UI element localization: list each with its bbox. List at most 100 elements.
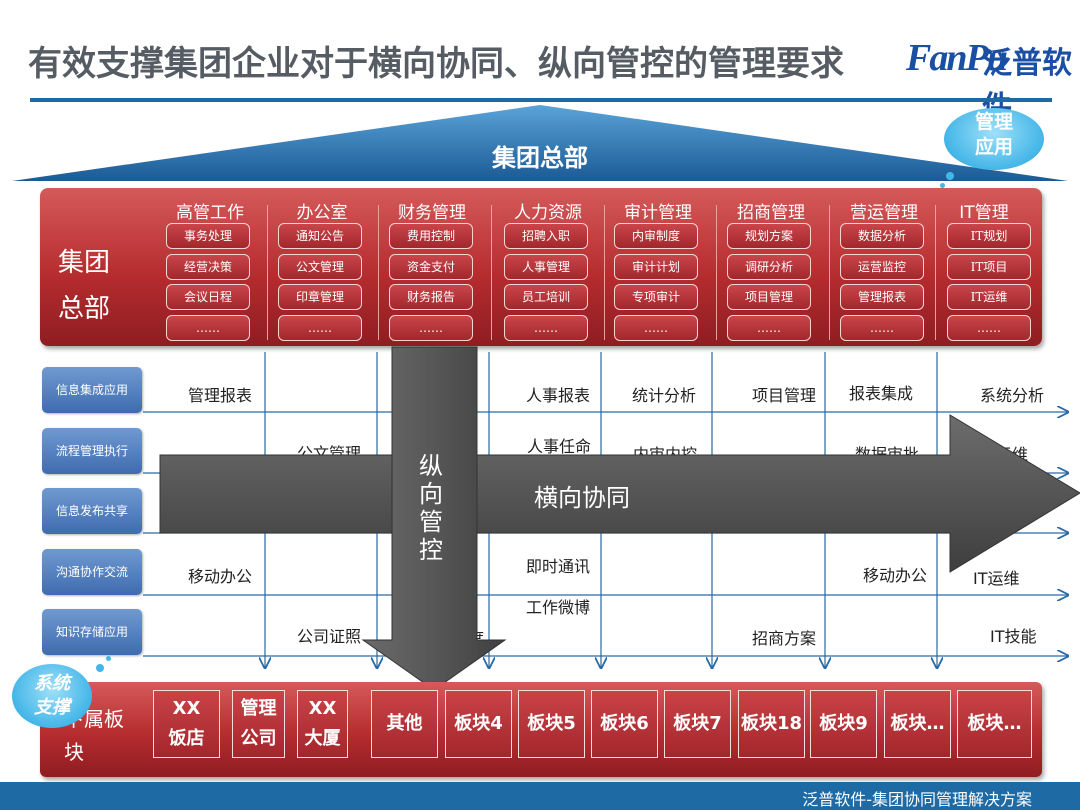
cloud-dot: [946, 172, 954, 180]
subsidiary-block-label: 板块4: [454, 713, 503, 734]
dept-title: 办公室: [296, 203, 348, 223]
management-cloud-text: 管理应用: [974, 111, 1013, 158]
dept-item-button[interactable]: 专项审计: [614, 284, 698, 310]
subsidiary-block[interactable]: 板块…: [957, 690, 1032, 758]
cloud-dot: [106, 656, 111, 661]
dept-title: 人力资源: [514, 203, 582, 223]
dept-item-button[interactable]: ……: [166, 315, 250, 341]
vertical-arrow-label: 纵向管控: [419, 452, 443, 564]
subsidiary-block[interactable]: XX大厦: [297, 690, 348, 758]
row-info-publish[interactable]: 信息发布共享: [42, 488, 142, 534]
dept-item-button[interactable]: IT项目: [947, 254, 1031, 280]
subsidiary-block[interactable]: 管理公司: [232, 690, 285, 758]
management-cloud: 管理应用: [944, 108, 1044, 170]
dept-title: 招商管理: [737, 203, 805, 223]
dept-item-button[interactable]: IT规划: [947, 223, 1031, 249]
dept-item-button[interactable]: ……: [504, 315, 588, 341]
subsidiary-block-label: XX饭店: [168, 698, 205, 749]
dept-item-button[interactable]: 规划方案: [727, 223, 811, 249]
cloud-dot: [940, 183, 945, 188]
subsidiary-block[interactable]: 板块6: [591, 690, 658, 758]
row-info-integration[interactable]: 信息集成应用: [42, 367, 142, 413]
subsidiary-block-label: 管理公司: [240, 698, 277, 749]
cell-work-weibo: 工作微博: [526, 598, 591, 617]
dept-item-button[interactable]: ……: [614, 315, 698, 341]
system-support-cloud: 系统支撑: [12, 664, 92, 728]
subsidiary-block-label: 其他: [386, 713, 423, 734]
cell-system-analysis: 系统分析: [980, 386, 1045, 405]
dept-item-button[interactable]: 财务报告: [389, 284, 473, 310]
dept-item-button[interactable]: 审计计划: [614, 254, 698, 280]
dept-item-button[interactable]: 经营决策: [166, 254, 250, 280]
row-process-execution[interactable]: 流程管理执行: [42, 428, 142, 474]
dept-item-button[interactable]: 事务处理: [166, 223, 250, 249]
cell-hr-appointment: 人事任命: [527, 437, 592, 456]
subsidiary-block[interactable]: 板块7: [664, 690, 731, 758]
dept-item-button[interactable]: 内审制度: [614, 223, 698, 249]
dept-title: 审计管理: [624, 203, 692, 223]
dept-item-button[interactable]: 员工培训: [504, 284, 588, 310]
dept-separator: [716, 205, 717, 340]
cell-investment-plan: 招商方案: [752, 629, 817, 648]
hq-banner: 集团总部: [492, 144, 588, 172]
dept-item-button[interactable]: 通知公告: [278, 223, 362, 249]
dept-item-button[interactable]: IT运维: [947, 284, 1031, 310]
subsidiary-block-label: 板块6: [600, 713, 649, 734]
subsidiary-block-label: 板块7: [673, 713, 722, 734]
dept-item-button[interactable]: 调研分析: [727, 254, 811, 280]
subsidiary-block[interactable]: 板块18: [738, 690, 805, 758]
dept-item-button[interactable]: 会议日程: [166, 284, 250, 310]
hq-label: 集团总部: [58, 248, 111, 324]
title-underline: [30, 98, 1052, 102]
dept-item-button[interactable]: 公文管理: [278, 254, 362, 280]
page-title: 有效支撑集团企业对于横向协同、纵向管控的管理要求: [28, 44, 844, 84]
dept-item-button[interactable]: 人事管理: [504, 254, 588, 280]
dept-item-button[interactable]: ……: [840, 315, 924, 341]
dept-item-button[interactable]: ……: [947, 315, 1031, 341]
cell-hr-report: 人事报表: [526, 386, 591, 405]
cell-instant-messaging: 即时通讯: [526, 557, 591, 576]
cell-company-license: 公司证照: [297, 627, 362, 646]
dept-separator: [935, 205, 936, 340]
footer-text: 泛普软件-集团协同管理解决方案: [802, 790, 1032, 809]
dept-item-button[interactable]: 运营监控: [840, 254, 924, 280]
subsidiary-block[interactable]: XX饭店: [153, 690, 220, 758]
cell-mobile-office-2: 移动办公: [863, 566, 928, 585]
row-knowledge[interactable]: 知识存储应用: [42, 609, 142, 655]
dept-title: IT管理: [959, 203, 1009, 223]
cell-report-integration: 报表集成: [849, 384, 914, 403]
cell-statistics: 统计分析: [632, 386, 697, 405]
dept-separator: [378, 205, 379, 340]
subsidiary-block-label: 板块…: [967, 713, 1022, 734]
system-support-text: 系统支撑: [34, 673, 70, 718]
subsidiary-block[interactable]: 其他: [371, 690, 438, 758]
cell-it-skills: IT技能: [990, 627, 1037, 646]
row-communication[interactable]: 沟通协作交流: [42, 549, 142, 595]
dept-item-button[interactable]: 印章管理: [278, 284, 362, 310]
subsidiary-block[interactable]: 板块5: [518, 690, 585, 758]
dept-item-button[interactable]: 费用控制: [389, 223, 473, 249]
dept-separator: [829, 205, 830, 340]
dept-item-button[interactable]: 管理报表: [840, 284, 924, 310]
dept-item-button[interactable]: 资金支付: [389, 254, 473, 280]
subsidiary-block-label: 板块18: [740, 713, 803, 734]
cell-project-management: 项目管理: [752, 386, 817, 405]
subsidiary-block[interactable]: 板块…: [884, 690, 951, 758]
dept-separator: [267, 205, 268, 340]
dept-item-button[interactable]: ……: [389, 315, 473, 341]
cell-management-report: 管理报表: [188, 386, 253, 405]
dept-item-button[interactable]: 招聘入职: [504, 223, 588, 249]
dept-item-button[interactable]: 项目管理: [727, 284, 811, 310]
subsidiary-block-label: 板块5: [527, 713, 576, 734]
subsidiary-block[interactable]: 板块4: [445, 690, 512, 758]
dept-title: 财务管理: [398, 203, 466, 223]
cell-it-ops: IT运维: [973, 569, 1020, 588]
cell-mobile-office: 移动办公: [188, 567, 253, 586]
dept-item-button[interactable]: ……: [727, 315, 811, 341]
dept-item-button[interactable]: ……: [278, 315, 362, 341]
dept-item-button[interactable]: 数据分析: [840, 223, 924, 249]
dept-separator: [604, 205, 605, 340]
subsidiary-block[interactable]: 板块9: [810, 690, 877, 758]
